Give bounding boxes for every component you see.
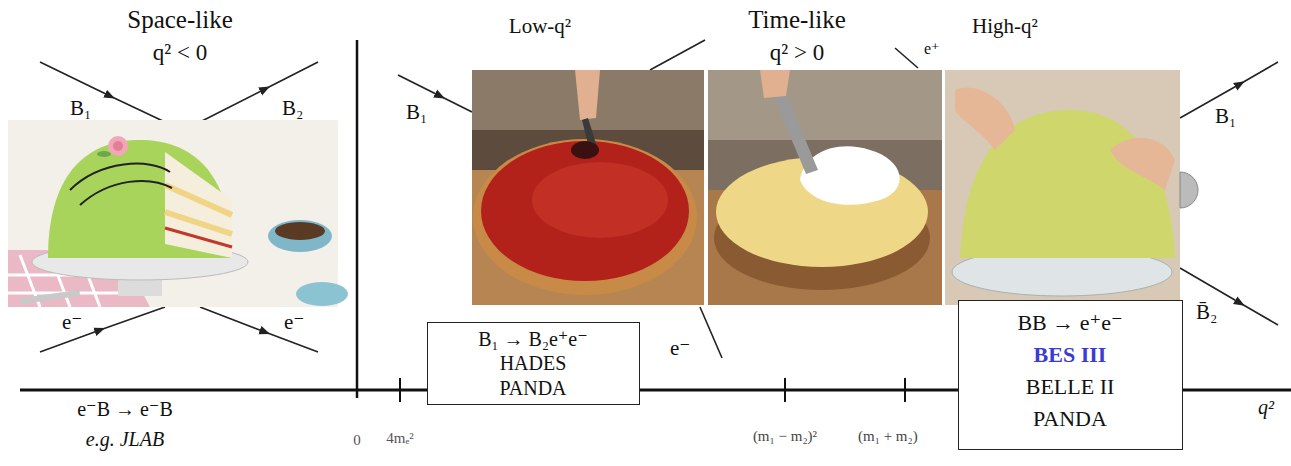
marzipan-dome xyxy=(48,140,232,258)
particle-line xyxy=(265,62,318,89)
tea-cup xyxy=(296,282,348,306)
axis-label: B₁ xyxy=(70,96,91,120)
axis-tick xyxy=(904,378,906,402)
particle-line xyxy=(100,307,165,330)
reaction-box: BB → e⁺e⁻BES IIIBELLE IIPANDA xyxy=(958,300,1183,450)
axis-label: q² xyxy=(1258,396,1274,419)
axis-label: Time-like xyxy=(748,6,846,35)
particle-line xyxy=(200,89,265,122)
axis-label: B₁ xyxy=(1215,104,1236,128)
jam-layer xyxy=(165,228,232,247)
cake-photo xyxy=(472,70,704,305)
axis-label: B₁ xyxy=(406,100,427,124)
cake-photo xyxy=(708,70,942,305)
axis-label: e⁻ xyxy=(670,336,690,360)
tea xyxy=(275,222,325,240)
axis-label: Low-q² xyxy=(509,14,571,38)
rose-leaf xyxy=(97,151,111,157)
axis-label: High-q² xyxy=(972,14,1038,38)
tea-cup xyxy=(268,220,332,252)
axis-label: e⁻ xyxy=(284,310,304,334)
cream-layer xyxy=(165,185,232,234)
vertex-blob xyxy=(1180,172,1198,208)
box-text: PANDA xyxy=(442,376,625,400)
jam-gloss xyxy=(532,162,668,238)
spatula xyxy=(770,84,818,174)
particle-line xyxy=(1240,62,1278,84)
box-text: BES III xyxy=(979,339,1162,371)
hand xyxy=(955,87,1015,150)
particle-line xyxy=(1240,303,1278,325)
axis-label: e.g. JLAB xyxy=(86,428,164,451)
hand xyxy=(760,70,790,98)
hand xyxy=(1110,138,1175,190)
photo-ground xyxy=(708,70,942,305)
cake-photo xyxy=(8,120,348,307)
jam-layer xyxy=(481,141,689,281)
particle-line xyxy=(650,40,705,70)
hand xyxy=(575,70,600,120)
axis-label: q² > 0 xyxy=(770,40,824,66)
zero-line xyxy=(356,40,359,398)
particle-line xyxy=(200,307,265,332)
particle-line xyxy=(265,332,318,352)
particle-line xyxy=(398,75,440,96)
axis-label: e⁺ xyxy=(924,40,940,58)
axis-label: e⁻ xyxy=(62,310,82,334)
axis-label: 4mₑ² xyxy=(386,430,414,447)
sponge-base xyxy=(473,139,697,295)
axis-tick xyxy=(399,378,401,402)
particle-line xyxy=(110,96,165,122)
particle-line xyxy=(895,48,918,68)
kitchen-wall xyxy=(708,70,942,140)
knife xyxy=(20,290,80,304)
axis-tick xyxy=(784,378,786,402)
axis-label: q² < 0 xyxy=(153,40,207,66)
particle-line xyxy=(700,307,722,358)
box-text: HADES xyxy=(442,351,625,375)
box-text: BELLE II xyxy=(979,371,1162,403)
feynman-lines xyxy=(40,40,1278,358)
axis-label: B̄₂ xyxy=(1196,300,1217,324)
particle-line xyxy=(1180,268,1240,303)
axis-label: 0 xyxy=(353,432,361,449)
particle-line xyxy=(40,62,110,96)
cake-photo xyxy=(945,70,1180,305)
axis-label: (m₁ − m₂)² xyxy=(753,428,817,445)
axis-label: e⁻B → e⁻B xyxy=(77,398,173,421)
axis-label: (m₁ + m₂) xyxy=(858,428,918,445)
rose xyxy=(113,141,123,151)
photo-ground xyxy=(945,70,1180,305)
box-text: BB → e⁺e⁻ xyxy=(979,307,1162,339)
whipped-cream xyxy=(800,146,900,205)
cake-slice xyxy=(165,152,232,258)
box-text: B₁ → B₂e⁺e⁻ xyxy=(442,327,625,351)
axis-label: Space-like xyxy=(127,6,233,35)
box-text: PANDA xyxy=(979,403,1162,435)
particle-line xyxy=(440,96,472,112)
photo-ground xyxy=(472,70,704,305)
photo-ground xyxy=(8,120,338,307)
berries xyxy=(571,141,599,159)
reaction-box: B₁ → B₂e⁺e⁻HADESPANDA xyxy=(427,322,640,405)
axis-label: B₂ xyxy=(282,96,303,120)
rose xyxy=(108,136,128,156)
icing-swirl xyxy=(70,164,172,205)
